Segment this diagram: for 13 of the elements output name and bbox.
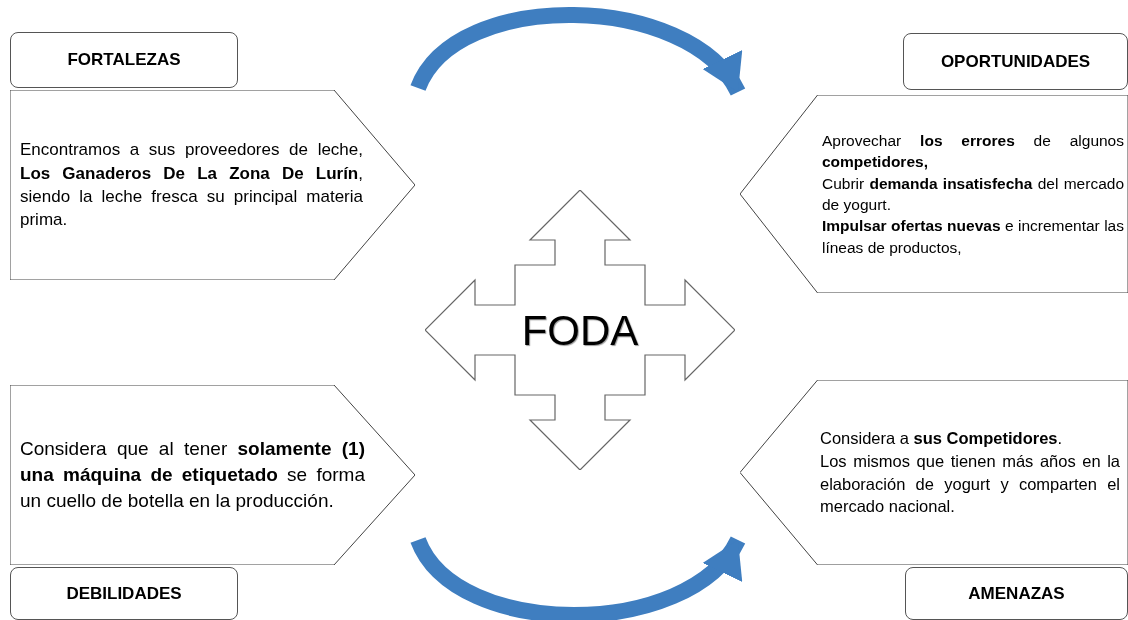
body-text: Impulsar ofertas nuevas e incrementar las líneas de productos, bbox=[822, 216, 1124, 258]
body-text: Considera a sus Competidores. bbox=[820, 428, 1064, 450]
body-text: Los mismos que tienen más años en la elaboración de yogurt y comparten el mercado nacional. bbox=[820, 450, 1120, 518]
center-title: FODA bbox=[521, 305, 639, 356]
body-text: Cubrir demanda insatisfecha del mercado de yogurt. bbox=[822, 173, 1124, 215]
curved-arrow bbox=[411, 7, 745, 97]
heading-box: OPORTUNIDADES bbox=[903, 33, 1128, 90]
heading-box: AMENAZAS bbox=[905, 567, 1128, 620]
body-text: Considera que al tener solamente (1) una máquina de etiquetado se forma un cuello de botella en la producción. bbox=[20, 436, 365, 514]
body-text: Encontramos a sus proveedores de leche, Los Ganaderos De La Zona De Lurín, siendo la leche fresca su principal materia prima. bbox=[20, 139, 363, 232]
heading-box: DEBILIDADES bbox=[10, 567, 238, 620]
curved-arrow bbox=[411, 535, 745, 620]
heading-box: FORTALEZAS bbox=[10, 32, 238, 88]
